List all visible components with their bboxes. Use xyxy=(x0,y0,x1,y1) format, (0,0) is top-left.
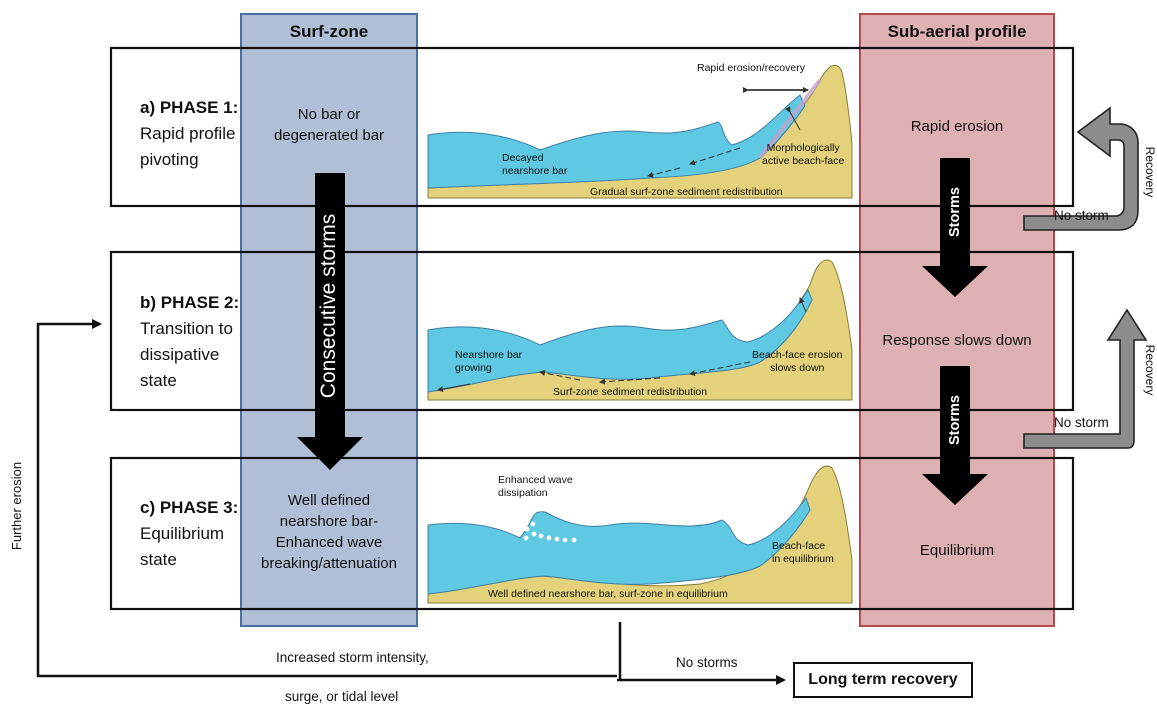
consecutive-storms-label: Consecutive storms xyxy=(317,213,340,399)
recovery-arrow-2 xyxy=(1023,308,1148,449)
recovery-arrow-1 xyxy=(1023,106,1139,231)
phase-1-label: a) PHASE 1: Rapid profile pivoting xyxy=(140,95,240,173)
profile-2-illustration xyxy=(427,259,853,401)
phase-1-title: a) PHASE 1: xyxy=(140,98,239,117)
phase-3-box xyxy=(109,456,1075,611)
anno-enhanced-wave-dissipation: Enhanced wave dissipation xyxy=(498,474,573,499)
surf-zone-header: Surf-zone xyxy=(289,22,369,41)
storms-arrow-2 xyxy=(922,366,988,505)
sub-aerial-column xyxy=(859,13,1055,627)
anno-beach-face-slows: Beach-face erosion slows down xyxy=(752,349,843,374)
anno-active-beach-face: Morphologically active beach-face xyxy=(762,142,845,167)
profile-phase-2-text: Response slows down xyxy=(882,332,1032,349)
profile-1-illustration xyxy=(427,64,853,199)
increased-storm-text-line2: surge, or tidal level xyxy=(285,689,399,704)
storms-label-2: Storms xyxy=(947,395,963,445)
storms-arrow-1 xyxy=(922,158,988,297)
profile-phase-1-text: Rapid erosion xyxy=(910,118,1004,135)
surf-zone-phase-3-text: Well defined nearshore bar- Enhanced wav… xyxy=(261,492,397,572)
phase-3-label: c) PHASE 3: Equilibrium state xyxy=(140,495,240,573)
phase-3-title: c) PHASE 3: xyxy=(140,498,239,517)
anno-gradual-redistribution: Gradual surf-zone sediment redistributio… xyxy=(590,186,783,198)
anno-surf-zone-redistribution: Surf-zone sediment redistribution xyxy=(553,386,708,398)
consecutive-storms-arrow xyxy=(297,173,363,470)
recovery-label-2: Recovery xyxy=(1143,344,1157,396)
recovery-label-1: Recovery xyxy=(1143,146,1157,198)
increased-storm-text-line1: Increased storm intensity, xyxy=(276,650,429,665)
storms-label-1: Storms xyxy=(947,187,963,237)
sub-aerial-header: Sub-aerial profile xyxy=(887,22,1027,41)
profile-3-illustration xyxy=(427,465,853,604)
phase-2-box xyxy=(109,250,1075,412)
anno-rapid-erosion-recovery: Rapid erosion/recovery xyxy=(697,62,805,74)
no-storm-label-2: No storm xyxy=(1054,415,1109,430)
phase-1-description: Rapid profile pivoting xyxy=(140,124,236,169)
no-storms-arrow xyxy=(617,622,786,685)
anno-nearshore-bar-growing: Nearshore bar growing xyxy=(455,349,523,374)
phase-2-label: b) PHASE 2: Transition to dissipative st… xyxy=(140,290,240,394)
anno-well-defined-bar: Well defined nearshore bar, surf-zone in… xyxy=(488,588,728,600)
further-erosion-arrow xyxy=(36,319,617,678)
long-term-recovery-box: Long term recovery xyxy=(793,662,973,698)
profile-phase-3-text: Equilibrium xyxy=(919,542,995,559)
no-storm-label-1: No storm xyxy=(1054,208,1109,223)
anno-beach-face-equilibrium: Beach-face in equilibrium xyxy=(772,540,834,565)
phase-1-box xyxy=(109,46,1075,208)
no-storms-label: No storms xyxy=(676,655,738,670)
phase-3-description: Equilibrium state xyxy=(140,524,225,569)
surf-zone-phase-1-text: No bar or degenerated bar xyxy=(273,106,385,144)
phase-2-description: Transition to dissipative state xyxy=(140,319,233,390)
anno-decayed-nearshore-bar: Decayed nearshore bar xyxy=(502,152,568,177)
phase-2-title: b) PHASE 2: xyxy=(140,293,240,312)
further-erosion-label: Further erosion xyxy=(9,461,24,551)
